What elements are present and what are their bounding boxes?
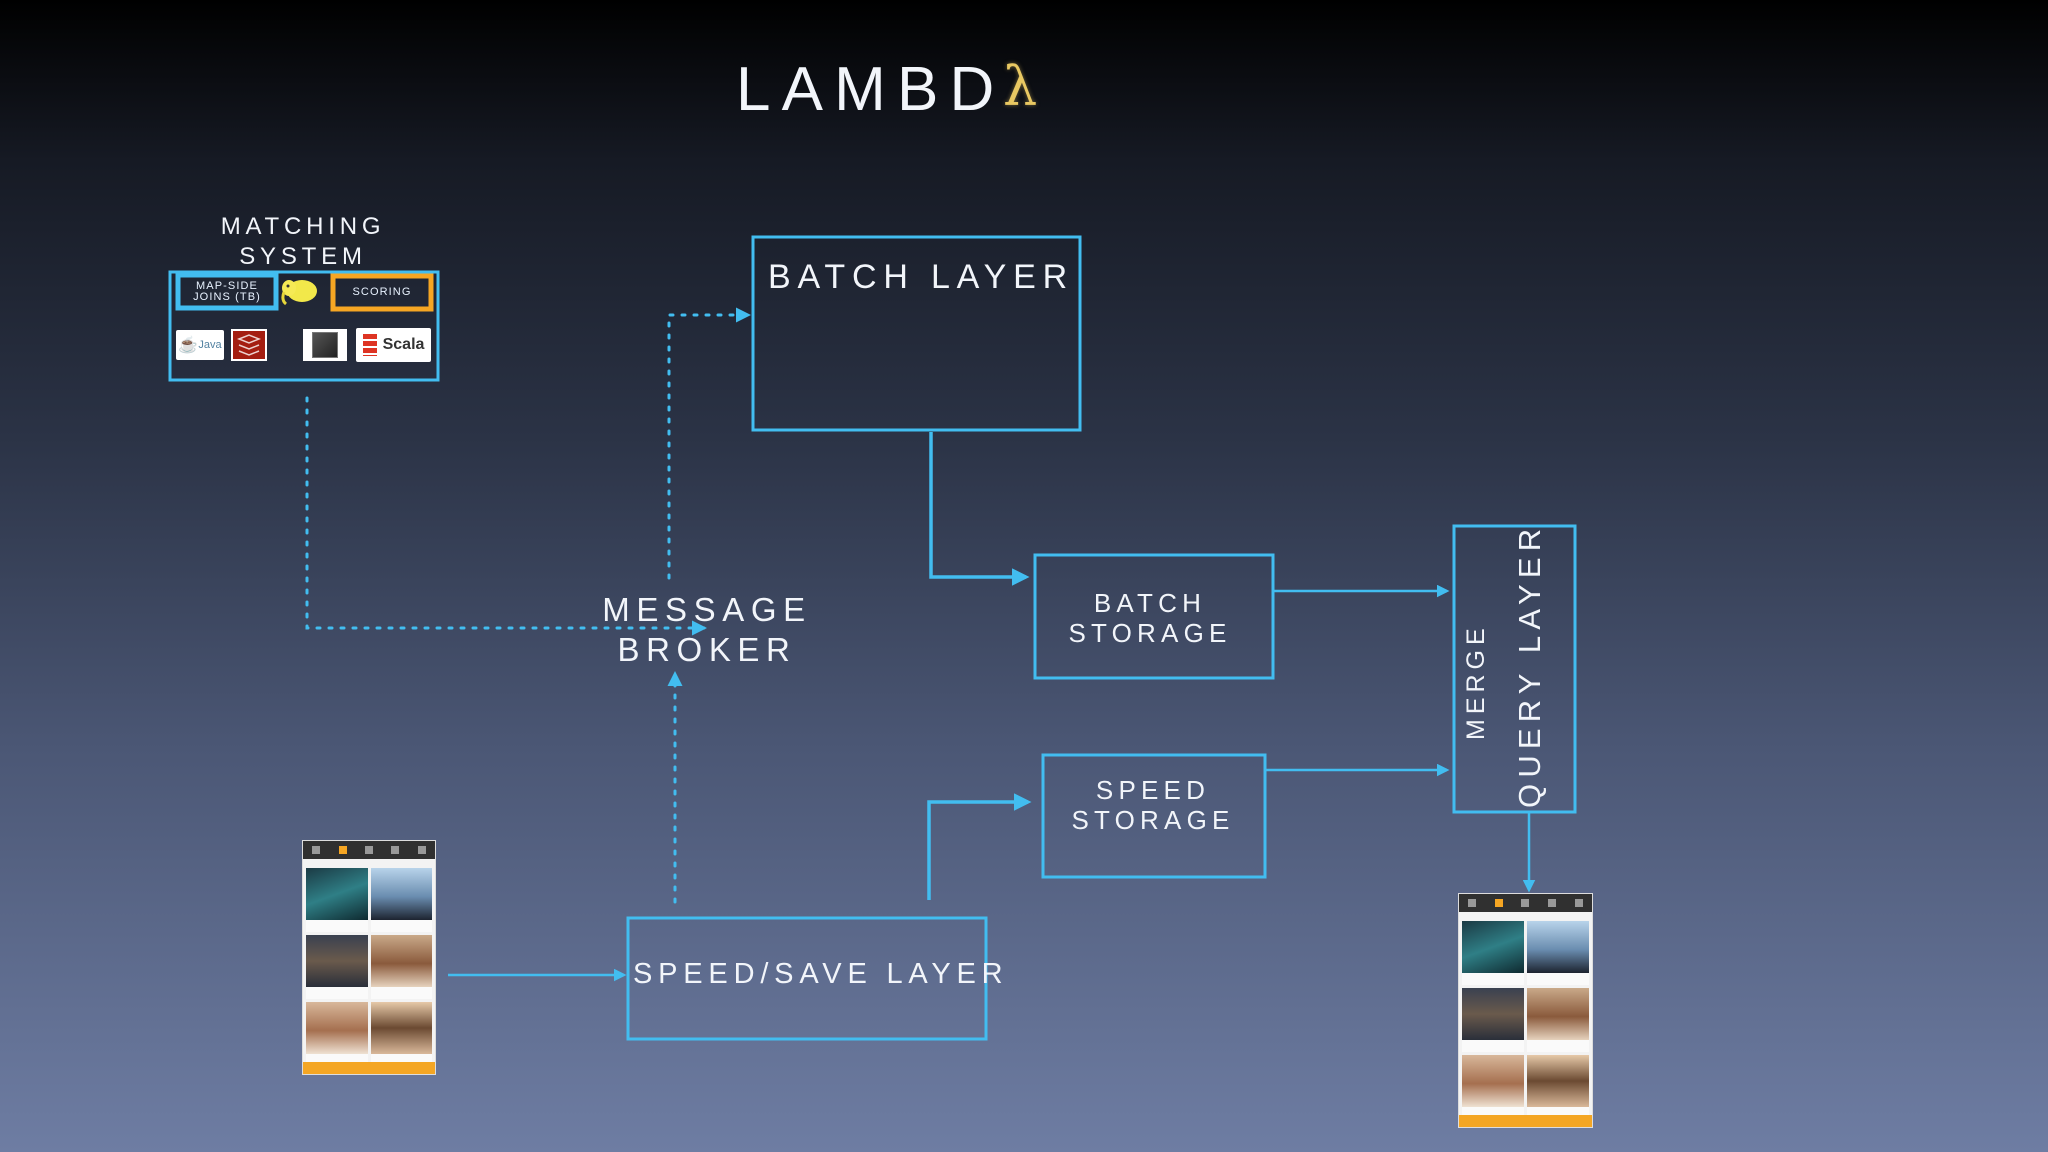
map-side-joins-tag-box xyxy=(175,272,279,311)
speed-storage-box xyxy=(1041,753,1267,879)
batch-to-storage-arrow xyxy=(929,432,1030,586)
broker-to-batch-arrow xyxy=(667,307,751,580)
batch-layer-label: BATCH LAYER xyxy=(768,258,1074,296)
speed-save-layer-label: SPEED/SAVE LAYER xyxy=(633,958,1009,990)
server-cube-icon xyxy=(303,329,347,361)
scoring-tag-box xyxy=(330,273,434,312)
batch-layer-box xyxy=(751,235,1082,432)
scala-logo: Scala xyxy=(356,328,431,362)
slide-title: LAMBD xyxy=(736,55,1006,124)
map-side-joins-label: MAP-SIDE JOINS (TB) xyxy=(193,279,261,303)
scoring-label: SCORING xyxy=(352,286,412,298)
app-screenshot-output xyxy=(1458,893,1593,1128)
app-screenshot-input xyxy=(302,840,436,1075)
matching-system-box xyxy=(168,270,440,382)
java-logo: ☕Java xyxy=(176,330,224,360)
merge-label: MERGE xyxy=(1462,623,1490,740)
speed-save-layer-box xyxy=(626,916,988,1041)
hadoop-elephant-icon xyxy=(280,276,320,308)
lambda-icon: λ xyxy=(1003,55,1038,118)
matching-to-broker-arrow xyxy=(305,396,707,636)
redis-logo-icon xyxy=(231,329,267,361)
merge-query-layer-box xyxy=(1452,524,1577,814)
speed-to-storage-arrow xyxy=(927,793,1032,900)
query-layer-label: QUERY LAYER xyxy=(1512,522,1547,808)
batch-storage-box xyxy=(1033,553,1275,680)
